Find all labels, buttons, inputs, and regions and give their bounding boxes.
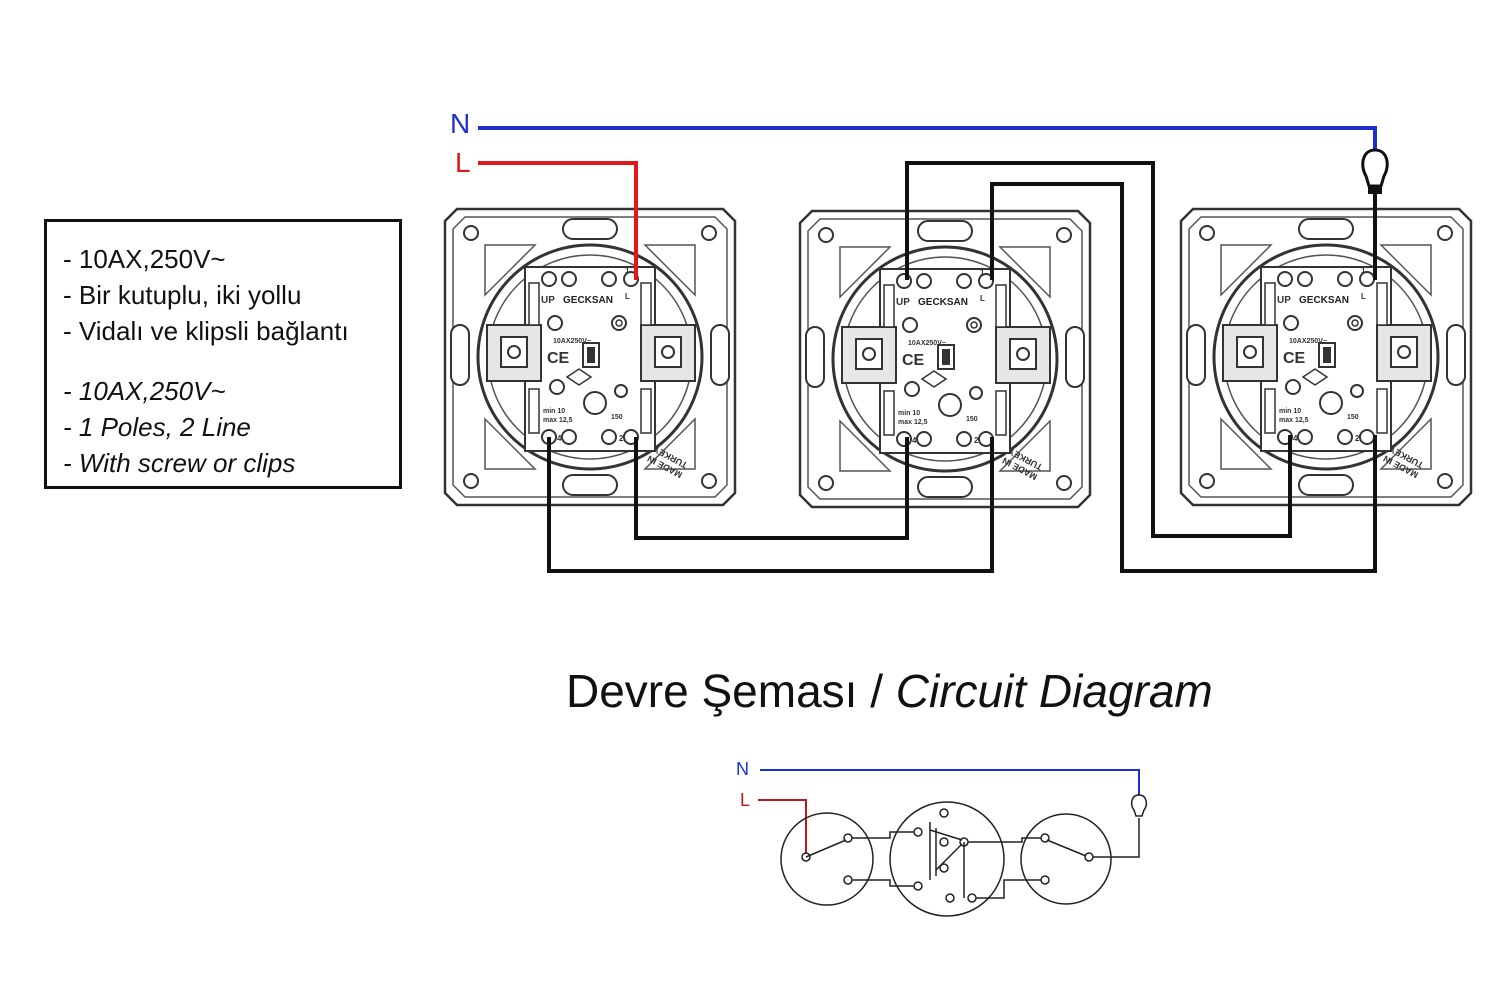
terminal-2-label: 2 <box>1355 434 1360 443</box>
module-max: max 12,5 <box>1279 417 1309 424</box>
diagram-caption: Devre Şeması / Circuit Diagram <box>566 664 1213 718</box>
terminal-1-label: 1 <box>980 268 985 277</box>
terminal-l-label: L <box>625 292 630 301</box>
module-small-number: 150 <box>1347 414 1359 421</box>
module-small-number: 150 <box>966 416 978 423</box>
module-brand: GECKSAN <box>1299 295 1349 306</box>
spec-en-poles: - 1 Poles, 2 Line <box>63 412 251 442</box>
module-brand: GECKSAN <box>563 295 613 306</box>
switch-module-1: GECKSAN UP 10AX250V~ CE min 10 max 12,5 … <box>443 207 737 507</box>
terminal-l-label: L <box>980 294 985 303</box>
terminal-4-label: 4 <box>1293 434 1298 443</box>
module-brand: GECKSAN <box>918 297 968 308</box>
module-small-number: 150 <box>611 414 623 421</box>
module-up-label: UP <box>541 295 555 306</box>
module-min: min 10 <box>898 410 920 417</box>
schematic-diagram <box>758 769 1140 917</box>
module-max: max 12,5 <box>543 417 573 424</box>
module-up-label: UP <box>896 297 910 308</box>
lamp-icon <box>1361 148 1389 194</box>
switch-module-3: GECKSAN UP 10AX250V~ CE min 10 max 12,5 … <box>1179 207 1473 507</box>
module-ce-mark: CE <box>547 350 570 367</box>
spec-en-connection: - With screw or clips <box>63 448 296 478</box>
spec-tr-connection: - Vidalı ve klipsli bağlantı <box>63 316 349 346</box>
module-min: min 10 <box>543 408 565 415</box>
module-up-label: UP <box>1277 295 1291 306</box>
terminal-1-label: 1 <box>625 266 630 275</box>
schematic-live-label: L <box>740 790 750 810</box>
schematic-neutral-label: N <box>736 759 749 779</box>
live-wire <box>478 161 638 280</box>
module-min: min 10 <box>1279 408 1301 415</box>
module-rating: 10AX250V~ <box>908 340 946 347</box>
terminal-2-label: 2 <box>974 436 979 445</box>
module-ce-mark: CE <box>902 352 925 369</box>
neutral-label: N <box>450 108 470 139</box>
schematic-lamp-icon <box>1130 794 1148 817</box>
module-max: max 12,5 <box>898 419 928 426</box>
spec-en-rating: - 10AX,250V~ <box>63 376 226 406</box>
spec-tr-poles: - Bir kutuplu, iki yollu <box>63 280 302 310</box>
module-ce-mark: CE <box>1283 350 1306 367</box>
caption-turkish: Devre Şeması / <box>566 665 896 717</box>
switch-module-2: GECKSAN UP 10AX250V~ CE min 10 max 12,5 … <box>798 209 1092 509</box>
live-label: L <box>455 147 471 178</box>
terminal-2-label: 2 <box>619 434 624 443</box>
neutral-wire <box>478 126 1377 150</box>
spec-tr-rating: - 10AX,250V~ <box>63 244 226 274</box>
caption-english: Circuit Diagram <box>895 665 1213 717</box>
module-rating: 10AX250V~ <box>1289 338 1327 345</box>
terminal-1-label: 1 <box>1361 266 1366 275</box>
interconnect-wires <box>547 161 1377 573</box>
module-rating: 10AX250V~ <box>553 338 591 345</box>
terminal-l-label: L <box>1361 292 1366 301</box>
terminal-4-label: 4 <box>557 434 562 443</box>
specifications-box: - 10AX,250V~ - Bir kutuplu, iki yollu - … <box>44 219 402 489</box>
terminal-4-label: 4 <box>912 436 917 445</box>
